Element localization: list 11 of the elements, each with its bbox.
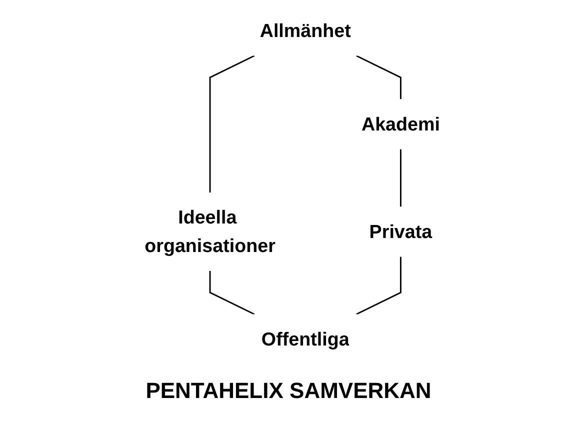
node-text: Ideella organisationer — [144, 206, 276, 256]
node-text: Offentliga — [261, 328, 350, 350]
connector — [356, 55, 402, 100]
node-text: Privata — [369, 220, 432, 242]
connector — [209, 55, 254, 193]
node-text: Allmänhet — [260, 20, 351, 42]
connector — [400, 149, 402, 207]
caption: PENTAHELIX SAMVERKAN — [146, 378, 432, 404]
connector — [356, 256, 402, 315]
connector — [209, 270, 254, 315]
node-text: Akademi — [361, 112, 440, 135]
